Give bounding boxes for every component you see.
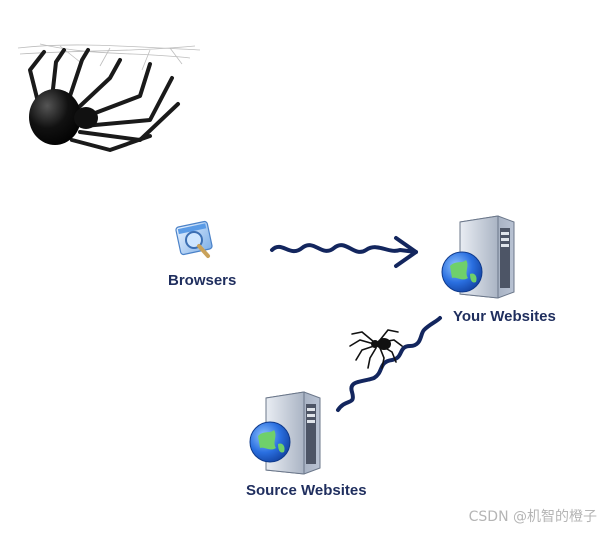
- spider-web-strands: [18, 44, 200, 70]
- browser-magnifier-icon: [175, 221, 212, 256]
- browsers-label: Browsers: [168, 272, 236, 289]
- small-spider-icon: [350, 330, 402, 368]
- watermark: CSDN @机智的橙子: [469, 506, 597, 526]
- large-spider-illustration: [18, 44, 200, 150]
- server-globe-icon-source-websites: [250, 392, 320, 474]
- server-globe-icon-your-websites: [442, 216, 514, 298]
- wavy-arrow-browsers-to-your-websites: [272, 238, 416, 266]
- spider-abdomen: [29, 89, 81, 145]
- zigzag-line-source-to-your-websites: [338, 318, 440, 410]
- your-websites-label: Your Websites: [453, 308, 556, 325]
- spider-head: [74, 107, 98, 129]
- source-websites-label: Source Websites: [246, 482, 367, 499]
